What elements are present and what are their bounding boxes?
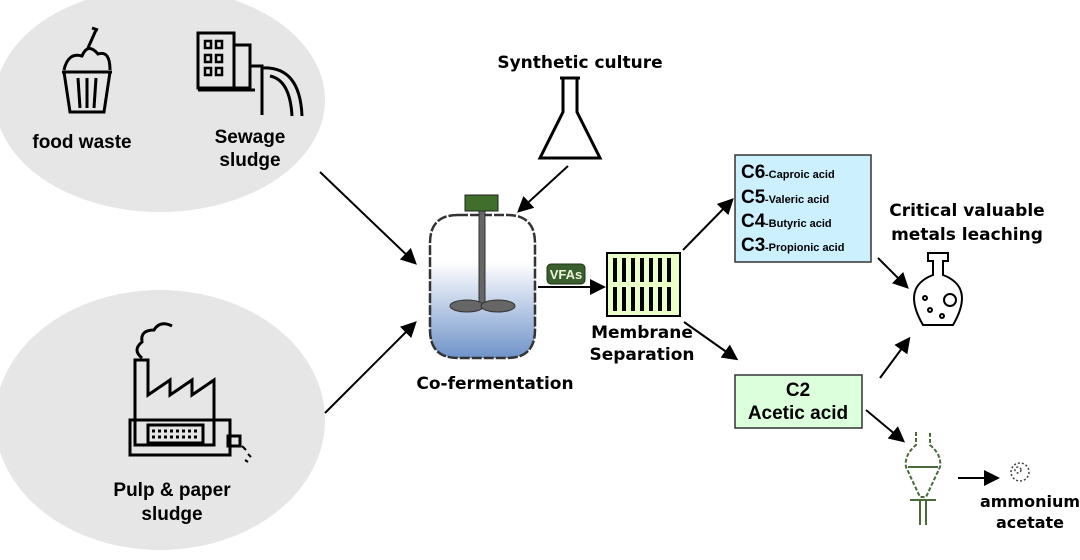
pulp-paper-sludge-label-line1: Pulp & paper — [113, 480, 231, 501]
ammonium-acetate-label-line2: acetate — [996, 513, 1064, 532]
round-flask-icon — [913, 252, 963, 326]
food-waste-label: food waste — [32, 132, 131, 153]
synthetic-culture-label: Synthetic culture — [497, 53, 662, 73]
arrow-to-long-acids — [682, 198, 734, 251]
trash-can-icon — [62, 26, 112, 114]
ammonium-acetate-label-line1: ammonium — [980, 492, 1080, 511]
arrow-acetic-to-leaching — [879, 336, 911, 379]
leaching-label-line1: Critical valuable — [889, 201, 1044, 221]
arrow-top-feed — [319, 171, 417, 265]
membrane-icon — [606, 252, 681, 317]
acetic-acid-name: Acetic acid — [748, 403, 848, 424]
membrane-label-line1: Membrane — [591, 323, 693, 343]
factory-icon — [128, 322, 252, 463]
arrow-acids-to-leaching — [877, 257, 909, 289]
carboxylic-acids-box — [734, 154, 872, 263]
acid-code-c5: C5 — [741, 187, 766, 208]
leaching-label-line2: metals leaching — [891, 225, 1043, 245]
crystal-icon — [1010, 462, 1030, 482]
sewage-plant-icon — [196, 31, 304, 117]
sewage-sludge-label-line1: Sewage — [215, 127, 286, 148]
arrow-acetic-to-funnel — [865, 409, 906, 443]
arrow-to-acetic — [683, 321, 739, 361]
acid-code-c4: C4 — [741, 211, 766, 232]
arrow-bottom-feed — [324, 321, 417, 414]
vfas-badge — [546, 263, 586, 285]
acid-name-caproic: -Caproic acid — [765, 169, 835, 181]
co-fermentation-label: Co-fermentation — [416, 374, 573, 394]
membrane-label-line2: Separation — [589, 345, 694, 365]
acid-name-butyric: -Butyric acid — [765, 218, 832, 230]
acetic-acid-box — [734, 374, 863, 429]
separatory-funnel-icon — [904, 432, 942, 525]
erlenmeyer-flask-icon — [537, 76, 603, 160]
bioreactor-icon — [428, 194, 537, 360]
acid-name-propionic: -Propionic acid — [765, 242, 844, 254]
acid-code-c6: C6 — [741, 162, 765, 183]
pulp-paper-sludge-label-line2: sludge — [141, 504, 202, 525]
acid-name-valeric: -Valeric acid — [765, 194, 829, 206]
vfas-badge-text: VFAs — [550, 267, 583, 282]
motor — [464, 194, 499, 212]
acetic-acid-code: C2 — [786, 380, 810, 401]
arrow-culture — [517, 165, 569, 213]
acid-code-c3: C3 — [741, 235, 765, 256]
sewage-sludge-label-line2: sludge — [219, 150, 280, 171]
feedstock-group-top — [0, 0, 325, 212]
